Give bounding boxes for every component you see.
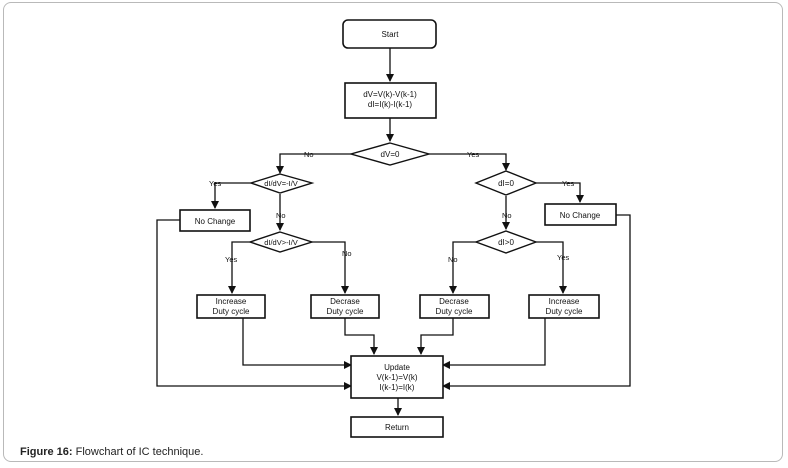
node-decrease-right-line2: Duty cycle: [436, 307, 473, 316]
node-increase-right: Increase Duty cycle: [528, 294, 600, 319]
node-compute: dV=V(k)-V(k-1) dI=I(k)-I(k-1): [344, 82, 437, 119]
node-increase-left: Increase Duty cycle: [196, 294, 266, 319]
figure-caption: Figure 16: Flowchart of IC technique.: [20, 446, 203, 458]
edge-dec-left-update: [344, 318, 378, 355]
edge-di-gt-yes: [536, 241, 567, 294]
node-decrease-left: Decrase Duty cycle: [310, 294, 380, 319]
node-increase-right-line2: Duty cycle: [546, 307, 583, 316]
node-compute-line1: dV=V(k)-V(k-1): [363, 90, 417, 99]
label-didv-gt-no: No: [342, 249, 352, 258]
node-increase-left-line1: Increase: [216, 297, 247, 306]
node-start-label: Start: [382, 30, 400, 39]
node-increase-right-line1: Increase: [549, 297, 580, 306]
label-di-zero-yes: Yes: [562, 179, 574, 188]
label-di-gt-no: No: [448, 255, 458, 264]
edge-didv-gt-no: [312, 241, 349, 294]
edge-inc-left-update: [242, 318, 352, 369]
node-di-gt-label: dI>0: [498, 238, 514, 247]
node-didv-eq-label: dI/dV=-I/V: [264, 179, 298, 188]
label-dv-yes: Yes: [467, 150, 479, 159]
node-didv-gt: dI/dV>-I/V: [247, 231, 315, 253]
label-di-gt-yes: Yes: [557, 253, 569, 262]
node-increase-left-line2: Duty cycle: [213, 307, 250, 316]
edge-nochange-right-update: [442, 214, 631, 390]
label-didv-eq-yes: Yes: [209, 179, 221, 188]
node-no-change-right: No Change: [544, 203, 617, 226]
edge-nochange-left-update: [156, 219, 352, 390]
node-no-change-right-label: No Change: [560, 211, 601, 220]
node-di-gt: dI>0: [473, 230, 539, 254]
node-start: Start: [342, 19, 437, 49]
label-di-zero-no: No: [502, 211, 512, 220]
edge-dv-yes: [429, 153, 510, 171]
node-dv-zero-label: dV=0: [381, 150, 400, 159]
edge-inc-right-update: [442, 318, 546, 369]
node-decrease-right-line1: Decrase: [439, 297, 469, 306]
node-no-change-left: No Change: [179, 209, 251, 232]
caption-label: Figure 16:: [20, 446, 73, 458]
edge-dec-right-update: [417, 318, 454, 355]
label-dv-no: No: [304, 150, 314, 159]
node-update: Update V(k-1)=V(k) I(k-1)=I(k): [350, 355, 444, 399]
node-di-zero: dI=0: [474, 170, 538, 196]
node-update-line2: V(k-1)=V(k): [376, 373, 417, 382]
node-update-line3: I(k-1)=I(k): [380, 383, 415, 392]
caption-text: Flowchart of IC technique.: [72, 446, 204, 458]
node-update-line1: Update: [384, 363, 410, 372]
edge-didv-gt-yes: [228, 241, 250, 294]
node-decrease-right: Decrase Duty cycle: [419, 294, 490, 319]
node-dv-zero: dV=0: [348, 142, 432, 166]
node-compute-line2: dI=I(k)-I(k-1): [368, 100, 413, 109]
node-didv-eq: dI/dV=-I/V: [248, 173, 315, 194]
label-didv-gt-yes: Yes: [225, 255, 237, 264]
edge-didv-eq-yes: [211, 182, 251, 209]
node-no-change-left-label: No Change: [195, 217, 236, 226]
node-return-label: Return: [385, 423, 409, 432]
edge-di-gt-no: [449, 241, 476, 294]
node-return: Return: [350, 416, 444, 438]
label-didv-eq-no: No: [276, 211, 286, 220]
edge-di-zero-yes: [536, 182, 584, 203]
node-decrease-left-line1: Decrase: [330, 297, 360, 306]
node-didv-gt-label: dI/dV>-I/V: [264, 238, 298, 247]
edge-dv-no: [276, 153, 351, 174]
node-decrease-left-line2: Duty cycle: [327, 307, 364, 316]
node-di-zero-label: dI=0: [498, 179, 514, 188]
